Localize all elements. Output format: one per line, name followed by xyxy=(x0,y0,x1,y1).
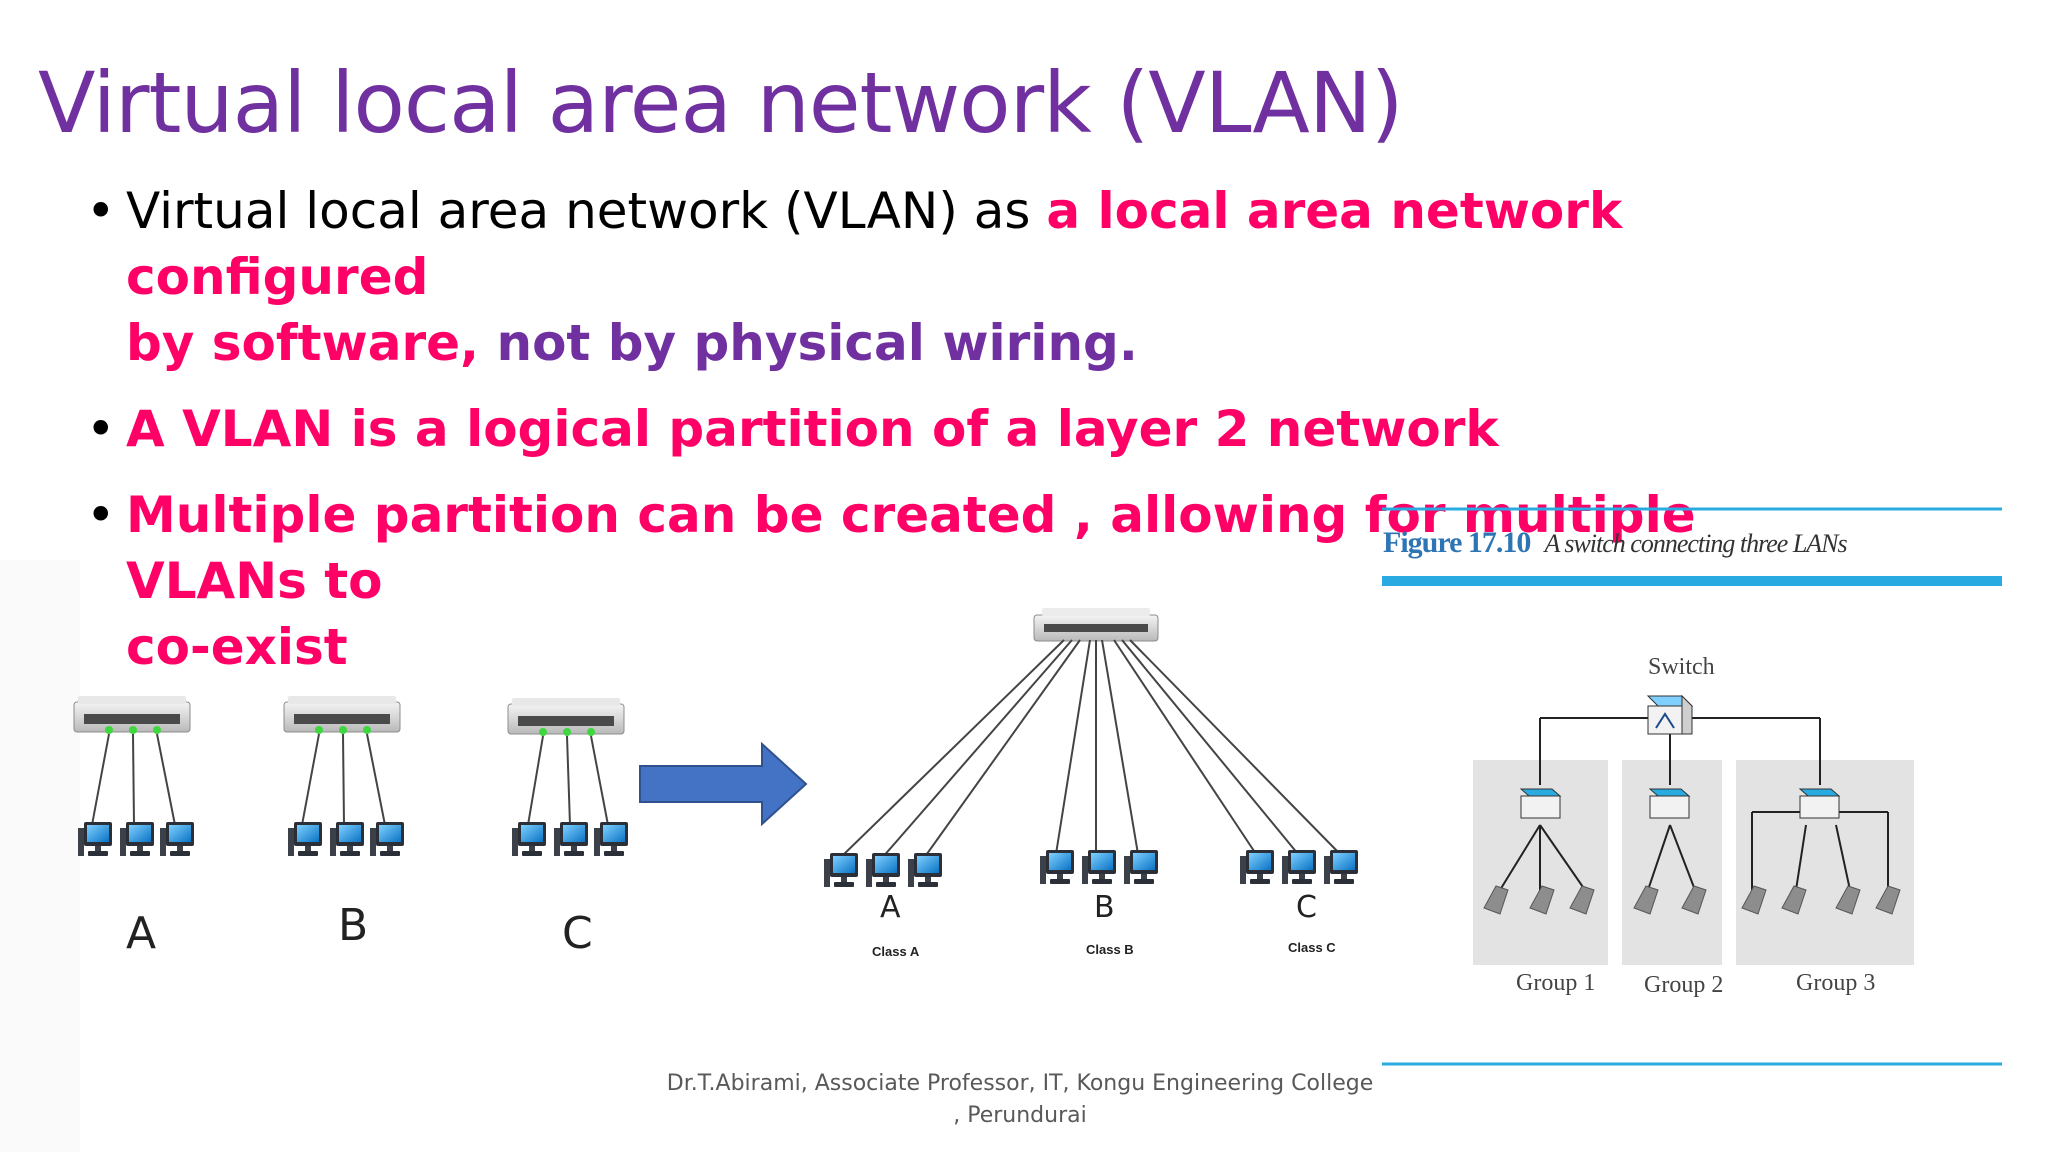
figure-number: Figure 17.10 xyxy=(1383,526,1531,559)
group-3-computers xyxy=(1741,885,1901,915)
footer-line-2: , Perundurai xyxy=(953,1103,1087,1128)
computer-icon xyxy=(824,853,858,887)
bullet-text-software: by software, xyxy=(126,314,497,372)
group-label-1: Group 1 xyxy=(1516,970,1596,996)
vlan-diagram-drawing xyxy=(73,608,1358,887)
figure-caption-text: A switch connecting three LANs xyxy=(1544,529,1847,558)
computer-icon xyxy=(1240,850,1274,884)
bullet-list: • Virtual local area network (VLAN) as a… xyxy=(86,178,1846,700)
bullet-text-highlight: a local area network configured xyxy=(126,182,1623,306)
bullet-text-wiring: not by physical wiring. xyxy=(496,314,1138,372)
computer-icon xyxy=(330,822,364,856)
group-label-3: Group 3 xyxy=(1796,970,1876,996)
bullet-text: A VLAN is a logical partition of a layer… xyxy=(126,400,1499,458)
computer-icon xyxy=(554,822,588,856)
transform-arrow xyxy=(639,741,808,827)
lan-label-c: C xyxy=(562,908,593,959)
lan-label-a: A xyxy=(126,908,157,959)
switch-label: Switch xyxy=(1648,654,1715,680)
lan-a-group xyxy=(73,695,194,856)
computer-icon xyxy=(512,822,546,856)
hub-icon xyxy=(1798,788,1841,819)
computer-icon xyxy=(370,822,404,856)
computer-icon xyxy=(120,822,154,856)
computer-icon xyxy=(288,822,322,856)
bullet-item-partition: • A VLAN is a logical partition of a lay… xyxy=(86,396,1846,462)
bullet-text-line1: Multiple partition can be created , allo… xyxy=(126,486,1696,610)
textbook-figure-drawing xyxy=(1382,507,2002,1066)
combined-label-a: A xyxy=(880,890,901,925)
lan-c-group xyxy=(507,697,628,856)
central-switch xyxy=(1033,608,1159,642)
bullet-glyph: • xyxy=(86,400,116,458)
vlan-diagram: A B C A B C Class A Class B Class C xyxy=(0,600,1380,1000)
lan-label-b: B xyxy=(338,900,369,951)
computer-icon xyxy=(866,853,900,887)
computer-icon xyxy=(594,822,628,856)
central-switch-icon xyxy=(1646,694,1694,735)
class-label-a: Class A xyxy=(872,944,920,959)
footer: Dr.T.Abirami, Associate Professor, IT, K… xyxy=(660,1068,1380,1132)
bullet-text-plain: Virtual local area network (VLAN) as xyxy=(126,182,1047,240)
computer-icon xyxy=(1282,850,1316,884)
slide-title: Virtual local area network (VLAN) xyxy=(38,54,1403,152)
background-band xyxy=(0,560,80,1152)
computer-icon xyxy=(1082,850,1116,884)
computer-icon xyxy=(1324,850,1358,884)
bullet-text-line2: co-exist xyxy=(126,618,348,676)
combined-label-c: C xyxy=(1296,890,1317,925)
computer-icon xyxy=(160,822,194,856)
footer-line-1: Dr.T.Abirami, Associate Professor, IT, K… xyxy=(666,1071,1374,1096)
central-switch-links xyxy=(839,639,1341,859)
group-2-computers xyxy=(1633,885,1707,915)
group-label-2: Group 2 xyxy=(1644,972,1724,998)
class-label-c: Class C xyxy=(1288,940,1336,955)
class-label-b: Class B xyxy=(1086,942,1134,957)
hub-icon xyxy=(1519,788,1562,819)
computer-icon xyxy=(78,822,112,856)
group-1-computers xyxy=(1483,885,1595,915)
bullet-glyph: • xyxy=(86,182,116,240)
computer-icon xyxy=(908,853,942,887)
bullet-item-multiple: • Multiple partition can be created , al… xyxy=(86,482,1846,680)
textbook-figure: Figure 17.10 A switch connecting three LA… xyxy=(1380,500,2005,1070)
figure-caption: Figure 17.10 A switch connecting three LA… xyxy=(1383,526,1848,560)
combined-label-b: B xyxy=(1094,890,1115,925)
lan-b-group xyxy=(283,695,404,856)
computer-icon xyxy=(1040,850,1074,884)
bullet-glyph: • xyxy=(86,486,116,544)
bullet-item-definition: • Virtual local area network (VLAN) as a… xyxy=(86,178,1846,376)
computer-icon xyxy=(1124,850,1158,884)
hub-icon xyxy=(1648,788,1691,819)
